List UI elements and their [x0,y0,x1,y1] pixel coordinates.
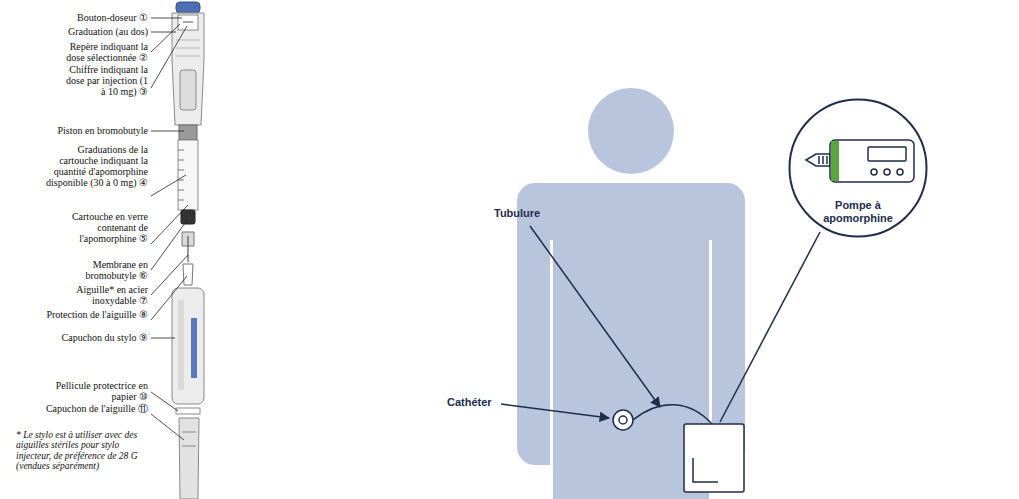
part-label: Chiffre indiquant la dose par injection … [60,64,148,97]
person-silhouette [550,240,553,466]
part-label: Protection de l'aiguille ⑧ [44,309,148,320]
person-silhouette [588,88,674,174]
pen-body [176,2,200,13]
part-label: Cartouche en verre contenant de l'apomor… [60,211,148,244]
catheter [613,410,633,430]
pump-icon [897,169,903,175]
part-label: Piston en bromobutyle [38,125,148,136]
piston [179,125,197,140]
piston [179,125,197,140]
pointer-label: Tubulure [494,207,574,219]
pump-icon [806,140,914,182]
pointer-label: Cathéter [447,396,527,408]
part-label: Graduations de la cartouche indiquant la… [42,144,148,188]
pump-icon [868,147,906,161]
pen-body [178,15,198,30]
membrane [181,210,195,224]
leader-line [151,219,188,270]
callout-title: Pompe à apomorphine [803,199,913,225]
pen-body [180,70,196,110]
pump-icon [806,154,830,166]
leader-line [151,255,188,295]
cartridge [178,140,198,210]
pen-body [176,40,200,56]
part-label: Capuchon du stylo ⑨ [44,332,148,343]
leader-line [151,26,187,88]
pen-body [172,2,204,125]
leader-line [501,404,609,418]
pen-cap [172,288,204,404]
leader-line [151,24,180,52]
pump-icon [819,156,827,164]
tubing [633,405,712,424]
part-label: Bouton-doseur ① [48,12,148,23]
part-label: Capuchon de l'aiguille ⑪ [44,403,148,414]
pen-cap [172,288,204,404]
needle-cap [179,418,199,499]
footnote: * Le stylo est à utiliser avec des aigui… [16,430,148,472]
part-label: Pellicule protectrice en papier ⑩ [42,380,148,402]
pump-pouch [684,424,744,492]
leader-line [151,175,186,196]
leader-line [501,226,820,422]
cartridge [178,140,198,210]
catheter [619,416,627,424]
leader-line [720,232,820,422]
person-silhouette [517,88,745,499]
pump-pouch [684,424,744,492]
needle-cap [182,432,196,446]
part-label: Aiguille* en acier inoxydable ⑦ [58,284,148,306]
leader-line [151,18,188,440]
membrane [181,210,195,224]
leader-line [151,18,182,19]
pump-icon [884,169,890,175]
tubing [633,405,712,424]
needle-cap [179,418,199,499]
cartridge [178,150,184,200]
leader-line [151,131,184,132]
pump-icon [871,169,877,175]
needle [183,264,193,285]
part-label: Membrane en bromobutyle ⑥ [76,259,148,281]
paper-film [176,408,200,414]
needle [187,236,188,262]
callout-circle: Pompe à apomorphine [788,98,928,238]
pump-icon [830,140,914,182]
leader-line [151,392,178,411]
pen-body [183,22,193,23]
callout-outline [790,100,927,237]
pump-pouch [693,458,718,482]
pen-cap [191,318,197,378]
catheter [613,410,633,430]
leader-line [151,276,187,320]
part-label: Repère indiquant la dose sélectionnée ② [56,41,148,63]
needle [182,232,194,285]
pump-icon [831,141,839,181]
paper-film [176,408,200,414]
part-label: Graduation (au dos) [48,26,148,37]
pen-cap [178,300,184,390]
leader-line [151,205,188,244]
leader-line [151,414,184,440]
leader-line [151,338,175,339]
pen-body [172,13,204,125]
leader-line [530,226,660,407]
